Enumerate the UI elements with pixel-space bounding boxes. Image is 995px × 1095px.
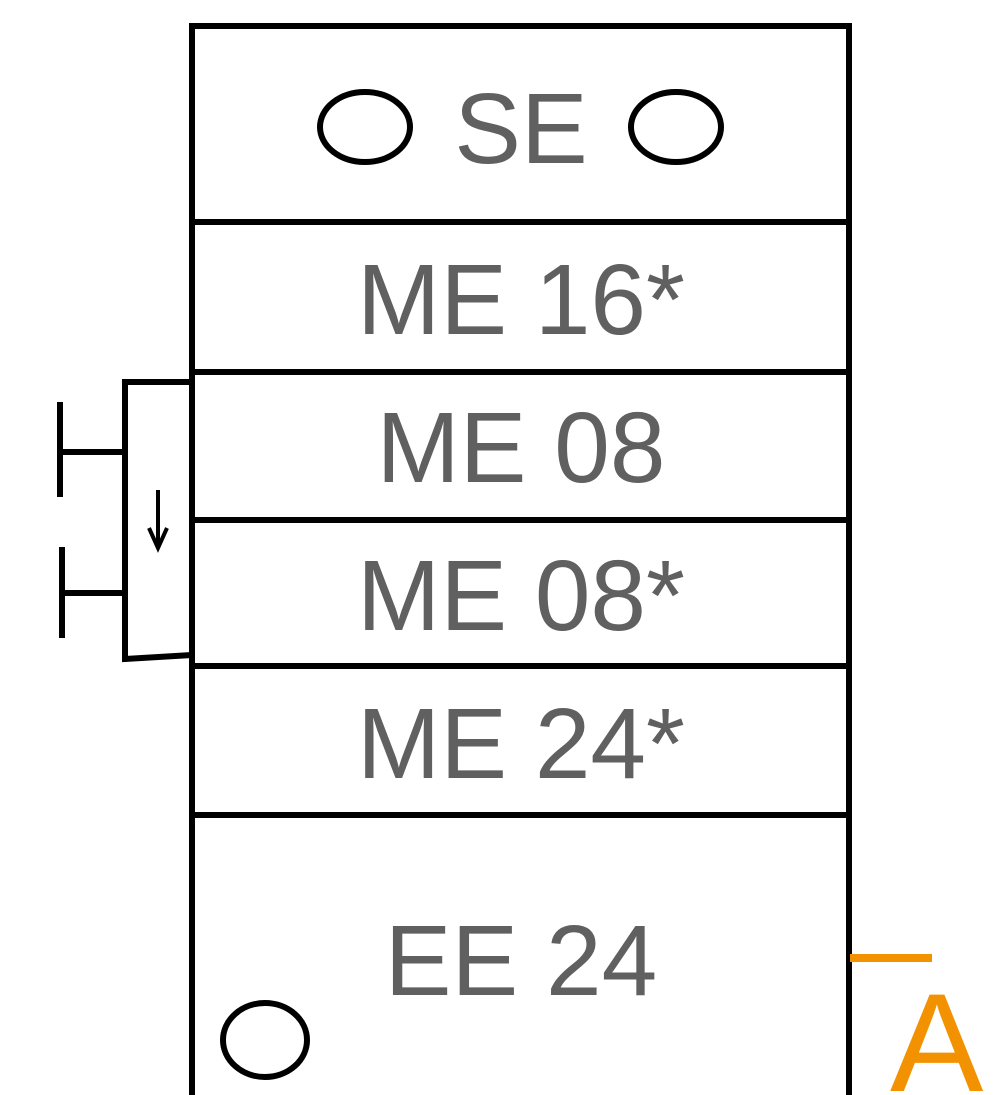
ee-circle xyxy=(220,1000,310,1080)
module-label-me16: ME 16* xyxy=(357,244,685,356)
down-arrow-icon xyxy=(147,490,169,553)
se-left-circle xyxy=(317,89,413,165)
module-label-ee24: EE 24 xyxy=(385,905,657,1017)
stack-outline xyxy=(189,23,852,1095)
module-label-se: SE xyxy=(454,73,587,185)
se-right-circle xyxy=(628,89,724,165)
module-label-me24-star: ME 24* xyxy=(357,688,685,800)
module-label-me08: ME 08 xyxy=(376,392,665,504)
bypass-bracket xyxy=(122,379,193,663)
module-label-me08-star: ME 08* xyxy=(357,540,685,652)
side-label-a: A xyxy=(890,964,984,1095)
